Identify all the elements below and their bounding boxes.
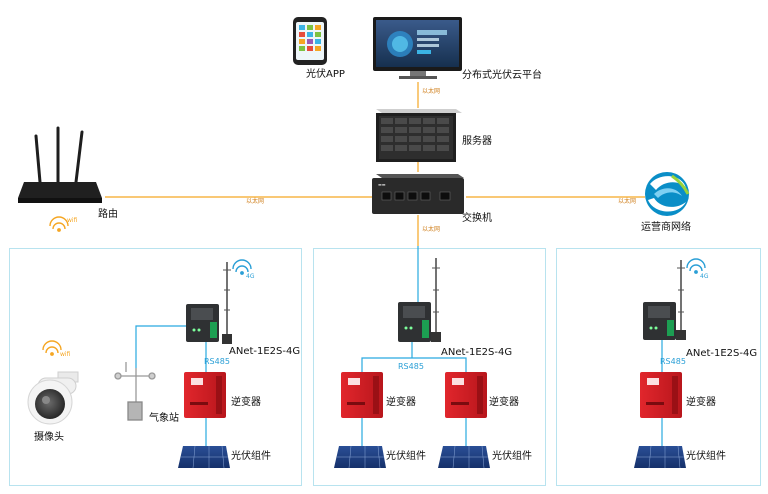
solar-panel-right-icon xyxy=(634,445,686,469)
weather-station-label: 气象站 xyxy=(149,411,179,424)
gateway-middle-device xyxy=(398,302,431,342)
camera-label: 摄像头 xyxy=(34,430,64,443)
ethernet-lines xyxy=(105,82,645,246)
gateway-left-4g-label: 4G xyxy=(246,273,255,280)
inverter-middle-1-icon xyxy=(341,372,383,418)
app-label: 光伏APP xyxy=(306,67,345,80)
ethernet-label-router: 以太网 xyxy=(246,197,264,205)
solar-panel-middle-2-icon xyxy=(438,445,490,469)
gateway-left-label: ANet-1E2S-4G xyxy=(229,346,300,357)
server-label: 服务器 xyxy=(462,134,492,147)
inverter-middle-1-label: 逆变器 xyxy=(386,395,416,408)
rs485-label-middle: RS485 xyxy=(398,362,424,371)
server-icon xyxy=(376,109,462,162)
weather-station-icon xyxy=(114,362,156,421)
gateway-left-antenna-icon xyxy=(222,262,232,344)
gateway-right-4g-label: 4G xyxy=(700,273,709,280)
inverter-right-label: 逆变器 xyxy=(686,395,716,408)
svg-text:▬▬: ▬▬ xyxy=(378,182,386,187)
solar-panel-left-icon xyxy=(178,445,230,469)
router-wifi-icon xyxy=(49,216,69,232)
gateway-right-label: ANet-1E2S-4G xyxy=(686,348,757,359)
inverter-middle-2-icon xyxy=(445,372,487,418)
phone-icon xyxy=(293,17,327,65)
camera-wifi-icon xyxy=(42,340,62,356)
inverter-middle-2-label: 逆变器 xyxy=(489,395,519,408)
monitor-icon xyxy=(373,17,462,79)
camera-wifi-label: wifi xyxy=(60,351,71,358)
switch-label: 交换机 xyxy=(462,211,492,224)
solar-panel-middle-1-icon xyxy=(334,445,386,469)
router-wifi-label: wifi xyxy=(67,217,78,224)
switch-icon: ▬▬ xyxy=(372,174,464,214)
gateway-left-device xyxy=(186,304,219,342)
router-icon xyxy=(18,126,102,203)
inverter-right-icon xyxy=(640,372,682,418)
camera-icon xyxy=(27,371,79,425)
gateway-right-antenna-icon xyxy=(676,260,686,340)
gateway-left-4g-signal-icon xyxy=(232,259,252,275)
ethernet-label-platform: 以太网 xyxy=(422,87,440,95)
ethernet-label-carrier: 以太网 xyxy=(618,197,636,205)
rs485-label-left: RS485 xyxy=(204,357,230,366)
inverter-left-label: 逆变器 xyxy=(231,395,261,408)
router-label: 路由 xyxy=(98,207,118,220)
rs485-label-right: RS485 xyxy=(660,357,686,366)
rs485-lines xyxy=(135,246,663,446)
gateway-middle-antenna-icon xyxy=(431,258,441,342)
section-panel-middle xyxy=(313,248,546,486)
carrier-label: 运营商网络 xyxy=(641,220,691,233)
solar-panel-middle-1-label: 光伏组件 xyxy=(386,449,426,462)
gateway-right-4g-signal-icon xyxy=(686,258,706,274)
carrier-network-icon xyxy=(645,172,690,216)
solar-panel-right-label: 光伏组件 xyxy=(686,449,726,462)
ethernet-label-switch-down: 以太网 xyxy=(422,225,440,233)
inverter-left-icon xyxy=(184,372,226,418)
section-panel-left xyxy=(9,248,302,486)
solar-panel-left-label: 光伏组件 xyxy=(231,449,271,462)
section-panel-right xyxy=(556,248,761,486)
solar-panel-middle-2-label: 光伏组件 xyxy=(492,449,532,462)
platform-label: 分布式光伏云平台 xyxy=(462,68,542,81)
gateway-right-device xyxy=(643,302,676,340)
gateway-middle-label: ANet-1E2S-4G xyxy=(441,347,512,358)
